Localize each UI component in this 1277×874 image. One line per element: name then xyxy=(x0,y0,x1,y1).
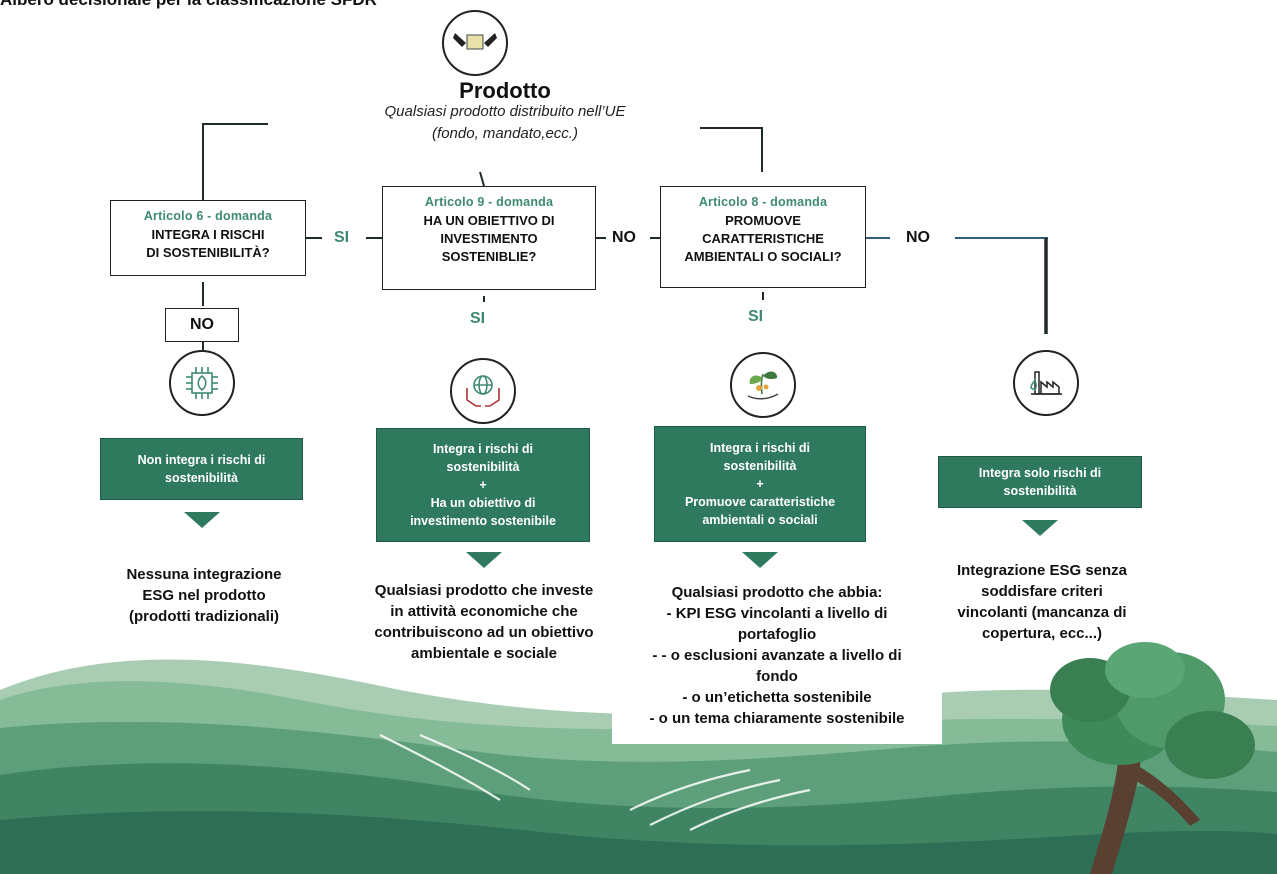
outcome-line: soddisfare criteri xyxy=(981,583,1103,600)
question-tag: Articolo 9 - domanda xyxy=(424,195,554,209)
outcome-line: Integrazione ESG senza xyxy=(956,562,1128,579)
result-no-article: Integra solo rischi di sostenibilità xyxy=(938,456,1142,508)
question-line: PROMUOVE xyxy=(725,213,801,228)
question-line: DI SOSTENIBILITÀ? xyxy=(146,245,270,260)
result-line: sostenibilità xyxy=(723,459,797,473)
outcome-line: fondo xyxy=(756,668,798,685)
outcome-line: in attività economiche che xyxy=(390,603,578,620)
handshake-icon xyxy=(442,10,508,76)
outcome-line: portafoglio xyxy=(737,626,817,643)
down-arrow-icon xyxy=(466,552,502,568)
outcome-line: Nessuna integrazione xyxy=(126,566,282,583)
result-article-8: Integra i rischi di sostenibilità + Prom… xyxy=(654,426,866,542)
question-line: INVESTIMENTO xyxy=(440,231,538,246)
result-line: investimento sostenibile xyxy=(410,514,556,528)
result-line: Non integra i rischi di xyxy=(137,453,266,467)
outcome-line: contribuiscono ad un obiettivo xyxy=(374,624,594,641)
result-line: Integra i rischi di xyxy=(432,442,534,456)
outcome-line: vincolanti (mancanza di xyxy=(957,604,1127,621)
product-subtitle-line: Qualsiasi prodotto distribuito nell’UE xyxy=(384,103,626,120)
question-line: INTEGRA I RISCHI xyxy=(151,227,265,242)
outcome-article-8: Qualsiasi prodotto che abbia: - KPI ESG … xyxy=(612,580,942,744)
outcome-line: - - o esclusioni avanzate a livello di xyxy=(652,647,902,664)
outcome-line: Qualsiasi prodotto che investe xyxy=(374,582,594,599)
result-line: Integra i rischi di xyxy=(709,441,811,455)
product-subtitle: Qualsiasi prodotto distribuito nell’UE (… xyxy=(330,101,680,145)
product-subtitle-line: (fondo, mandato,ecc.) xyxy=(432,125,578,142)
diagram-title: Albero decisionale per la classificazion… xyxy=(0,0,377,10)
si-article-9-label: SI xyxy=(470,310,486,327)
outcome-line: Qualsiasi prodotto che abbia: xyxy=(671,584,883,601)
no-middle-label: NO xyxy=(612,229,636,246)
question-text: HA UN OBIETTIVO DI INVESTIMENTO SOSTENIB… xyxy=(383,212,595,266)
outcome-line: ambientale e sociale xyxy=(411,645,557,662)
outcome-article-9: Qualsiasi prodotto che investe in attivi… xyxy=(352,580,616,664)
result-line: ambientali o sociali xyxy=(702,513,818,527)
result-line: Integra solo rischi di xyxy=(978,466,1102,480)
question-text: PROMUOVE CARATTERISTICHE AMBIENTALI O SO… xyxy=(661,212,865,266)
question-article-8: Articolo 8 - domanda PROMUOVE CARATTERIS… xyxy=(660,186,866,288)
down-arrow-icon xyxy=(184,512,220,528)
factory-icon xyxy=(1013,350,1079,416)
result-line: Promuove caratteristiche xyxy=(684,495,836,509)
result-line: + xyxy=(479,478,487,492)
result-line: sostenibilità xyxy=(1003,484,1077,498)
question-tag: Articolo 8 - domanda xyxy=(698,195,828,209)
result-article-6: Non integra i rischi di sostenibilità xyxy=(100,438,303,500)
outcome-line: copertura, ecc...) xyxy=(981,625,1103,642)
question-text: INTEGRA I RISCHI DI SOSTENIBILITÀ? xyxy=(111,226,305,262)
si-article-8-label: SI xyxy=(748,308,764,325)
outcome-no-article: Integrazione ESG senza soddisfare criter… xyxy=(930,560,1154,644)
question-article-9: Articolo 9 - domanda HA UN OBIETTIVO DI … xyxy=(382,186,596,290)
plant-hand-icon xyxy=(730,352,796,418)
result-article-9: Integra i rischi di sostenibilità + Ha u… xyxy=(376,428,590,542)
down-arrow-icon xyxy=(742,552,778,568)
result-line: Ha un obiettivo di xyxy=(430,496,536,510)
question-article-6: Articolo 6 - domanda INTEGRA I RISCHI DI… xyxy=(110,200,306,276)
question-line: HA UN OBIETTIVO DI xyxy=(423,213,555,228)
no-article-6-label: NO xyxy=(165,308,239,342)
circuit-leaf-icon xyxy=(169,350,235,416)
result-line: + xyxy=(756,477,764,491)
down-arrow-icon xyxy=(1022,520,1058,536)
question-line: SOSTENIBLIE? xyxy=(441,249,537,264)
question-line: CARATTERISTICHE xyxy=(702,231,824,246)
outcome-line: - o un’etichetta sostenibile xyxy=(682,689,872,706)
outcome-line: - KPI ESG vincolanti a livello di xyxy=(666,605,888,622)
outcome-line: (prodotti tradizionali) xyxy=(129,608,279,625)
question-tag: Articolo 6 - domanda xyxy=(143,209,273,223)
outcome-line: - o un tema chiaramente sostenibile xyxy=(649,710,905,727)
result-line: sostenibilità xyxy=(165,471,238,485)
globe-hands-icon xyxy=(450,358,516,424)
outcome-line: ESG nel prodotto xyxy=(142,587,266,604)
outcome-article-6: Nessuna integrazione ESG nel prodotto (p… xyxy=(84,564,324,627)
product-title: Prodotto xyxy=(459,78,551,103)
question-line: AMBIENTALI O SOCIALI? xyxy=(684,249,842,264)
result-line: sostenibilità xyxy=(446,460,520,474)
no-right-label: NO xyxy=(906,229,930,246)
si-left-label: SI xyxy=(334,229,350,246)
